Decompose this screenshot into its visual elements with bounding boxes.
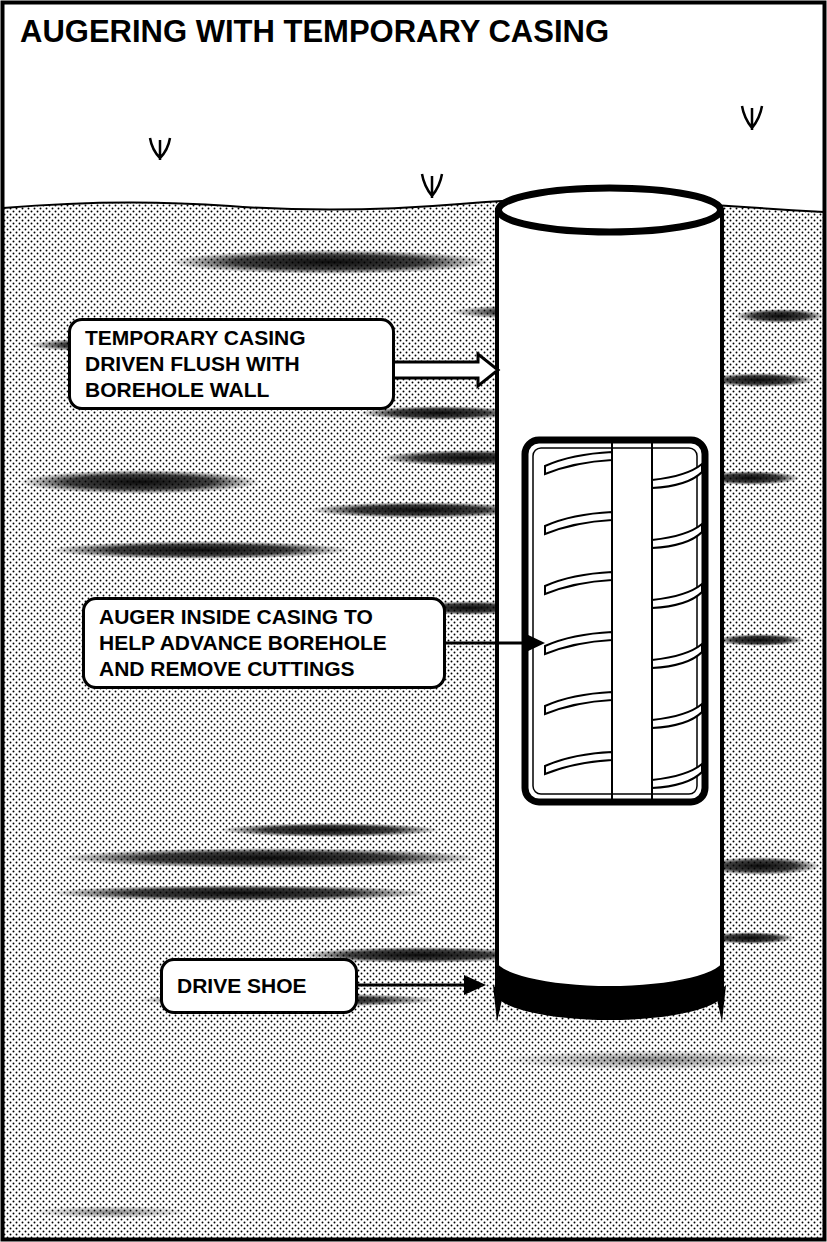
callout-box: DRIVE SHOE [160, 958, 358, 1014]
callout-text: AUGER INSIDE CASING TO HELP ADVANCE BORE… [99, 604, 429, 682]
diagram-title: AUGERING WITH TEMPORARY CASING [20, 14, 609, 50]
callout-text: TEMPORARY CASING DRIVEN FLUSH WITH BOREH… [85, 325, 378, 403]
arrow-head [464, 975, 486, 995]
drive-shoe [495, 958, 724, 1020]
window-inner [533, 448, 697, 794]
arrow-head [524, 633, 545, 653]
auger [545, 443, 702, 799]
cutaway-window [525, 440, 705, 802]
frame [3, 3, 825, 1240]
grass-tufts [150, 106, 762, 198]
temporary-casing [497, 210, 722, 1011]
soil [3, 198, 824, 1239]
callout-box: TEMPORARY CASING DRIVEN FLUSH WITH BOREH… [68, 318, 395, 410]
shoe-teeth [493, 985, 726, 1022]
leader-line [358, 984, 466, 987]
callout-text: DRIVE SHOE [177, 973, 307, 999]
casing-top [499, 188, 721, 232]
leader-line [446, 642, 526, 645]
callout-box: AUGER INSIDE CASING TO HELP ADVANCE BORE… [82, 597, 446, 689]
leader-arrow [390, 354, 498, 386]
